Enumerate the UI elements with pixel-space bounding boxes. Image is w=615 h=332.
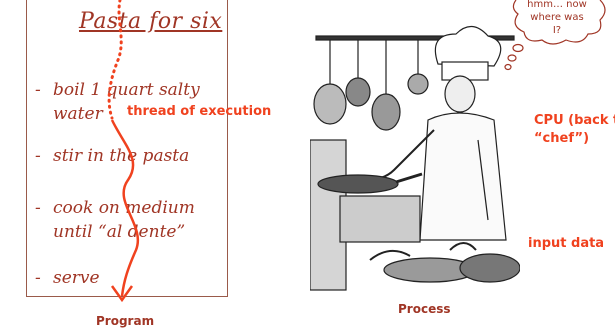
thought-line: where was [514,11,600,24]
thread-label: thread of execution [127,104,271,119]
cpu-label: CPU (back to “chef”) [534,112,615,148]
program-label: Program [96,314,154,328]
cpu-label-line: CPU (back to [534,112,615,130]
thought-text: hmm… now where was I? [514,0,600,37]
thought-line: hmm… now [514,0,600,11]
thought-line: I? [514,24,600,37]
thought-bubble: hmm… now where was I? [506,0,606,44]
input-data-label: input data [528,236,604,251]
process-label: Process [398,302,451,316]
cpu-label-line: “chef”) [534,130,615,148]
chef-illustration [310,0,520,292]
